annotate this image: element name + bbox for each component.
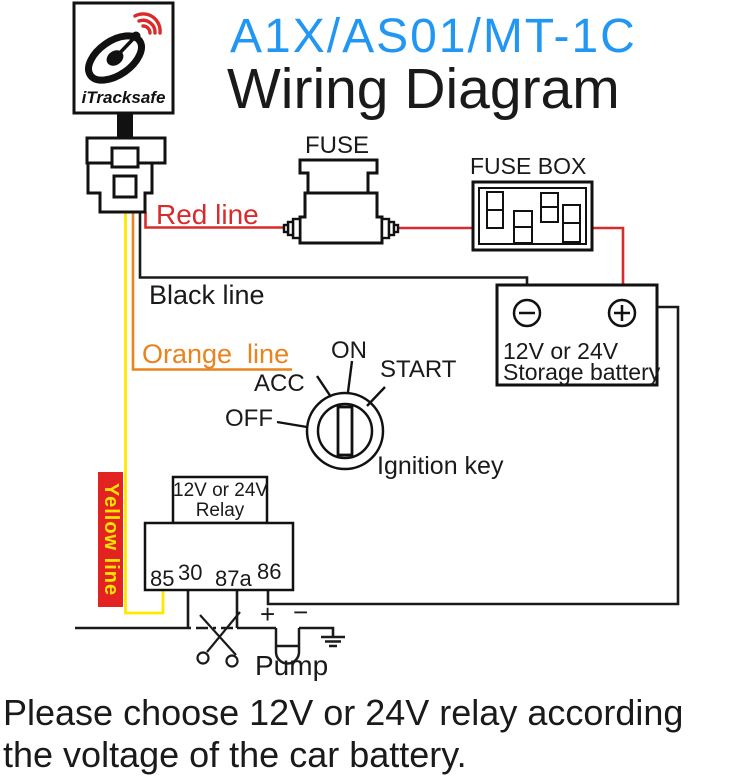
- ground-icon: [321, 635, 345, 648]
- red-wire: [144, 212, 625, 300]
- pump-symbol: [274, 628, 301, 665]
- yellow-line-tag: Yellow line: [98, 472, 123, 607]
- ignition-position-acc: ACC: [254, 370, 305, 397]
- tracker-connector: [85, 112, 167, 214]
- satellite-dish-icon: [85, 31, 145, 84]
- battery-minus-terminal: [512, 298, 542, 328]
- orange-wire: [131, 212, 292, 371]
- ignition-position-start: START: [380, 356, 457, 383]
- relay: [143, 475, 295, 592]
- brand-name: iTracksafe: [81, 88, 166, 107]
- footer-note-line1: Please choose 12V or 24V relay according: [3, 692, 684, 733]
- page-title: Wiring Diagram: [227, 57, 620, 121]
- orange-line-label: Orange line: [142, 339, 290, 369]
- relay-text-line2: Relay: [195, 500, 245, 521]
- fuse-box: [471, 180, 594, 252]
- ignition-key-label: Ignition key: [377, 452, 504, 480]
- footer-note-line2: the voltage of the car battery.: [3, 734, 467, 775]
- fuse-label: FUSE: [305, 132, 370, 159]
- scissors-cut-icon: [196, 611, 241, 668]
- battery-to-relay-wire: [266, 305, 680, 606]
- fuse-box-label: FUSE BOX: [470, 153, 587, 179]
- pump-label: Pump: [255, 650, 329, 681]
- ignition-switch: [276, 360, 386, 471]
- pump-plus-label: +: [260, 599, 276, 629]
- relay-pin-30: 30: [178, 560, 203, 585]
- ignition-position-on: ON: [331, 337, 367, 364]
- battery-text-line1: 12V or 24V: [503, 338, 619, 364]
- battery-text-line2: Storage battery: [503, 359, 661, 385]
- relay-pin-86: 86: [257, 559, 282, 584]
- battery-plus-terminal: [607, 298, 637, 328]
- black-line-label: Black line: [149, 280, 265, 310]
- relay-text-line1: 12V or 24V: [173, 480, 269, 501]
- relay-pin-85: 85: [150, 566, 175, 591]
- red-line-label: Red line: [156, 199, 259, 230]
- yellow-wire: [124, 212, 165, 615]
- logo-box: [72, 1, 175, 115]
- model-title: A1X/AS01/MT-1C: [230, 10, 637, 63]
- pump-circuit-wire: [75, 590, 335, 637]
- signal-waves-icon: [133, 12, 162, 35]
- storage-battery: [495, 283, 659, 387]
- relay-pin-87a: 87a: [215, 566, 252, 591]
- fuse-holder: [282, 158, 400, 245]
- ignition-position-off: OFF: [225, 405, 273, 432]
- pump-minus-label: −: [293, 597, 309, 627]
